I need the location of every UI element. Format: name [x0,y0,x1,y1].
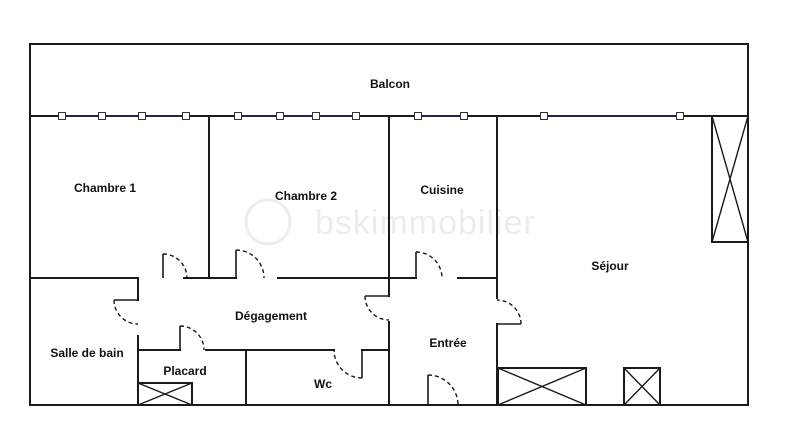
door-chambre-2 [235,249,265,279]
label-salle-de-bain: Salle de bain [50,346,123,360]
placard-box [137,382,193,406]
balcony-outline [29,43,749,117]
label-balcon: Balcon [370,77,410,91]
sejour-bottom-box [497,367,587,406]
door-salle-de-bain [113,299,139,325]
room-labels: Balcon Chambre 1 Chambre 2 Cuisine Séjou… [50,77,629,391]
door-entree-sejour [496,299,522,325]
door-chambre-1 [162,253,188,279]
label-cuisine: Cuisine [420,183,464,197]
label-wc: Wc [314,377,332,391]
doors [113,249,522,406]
door-cuisine [415,251,443,279]
label-entree: Entrée [429,336,467,350]
label-sejour: Séjour [591,259,629,273]
label-degagement: Dégagement [235,309,307,323]
door-degagement-entree [364,295,390,321]
door-placard [179,325,205,351]
watermark-text: bskimmobilier [315,204,536,242]
label-placard: Placard [163,364,206,378]
watermark: bskimmobilier [244,198,536,246]
windows [58,112,684,120]
sejour-tall-box [711,115,749,243]
interior-walls [29,115,498,406]
label-chambre-2: Chambre 2 [275,189,337,203]
door-entrance [427,374,459,406]
crossed-boxes [137,115,749,406]
sejour-small-box [623,367,661,406]
label-chambre-1: Chambre 1 [74,181,136,195]
door-wc [333,349,363,379]
